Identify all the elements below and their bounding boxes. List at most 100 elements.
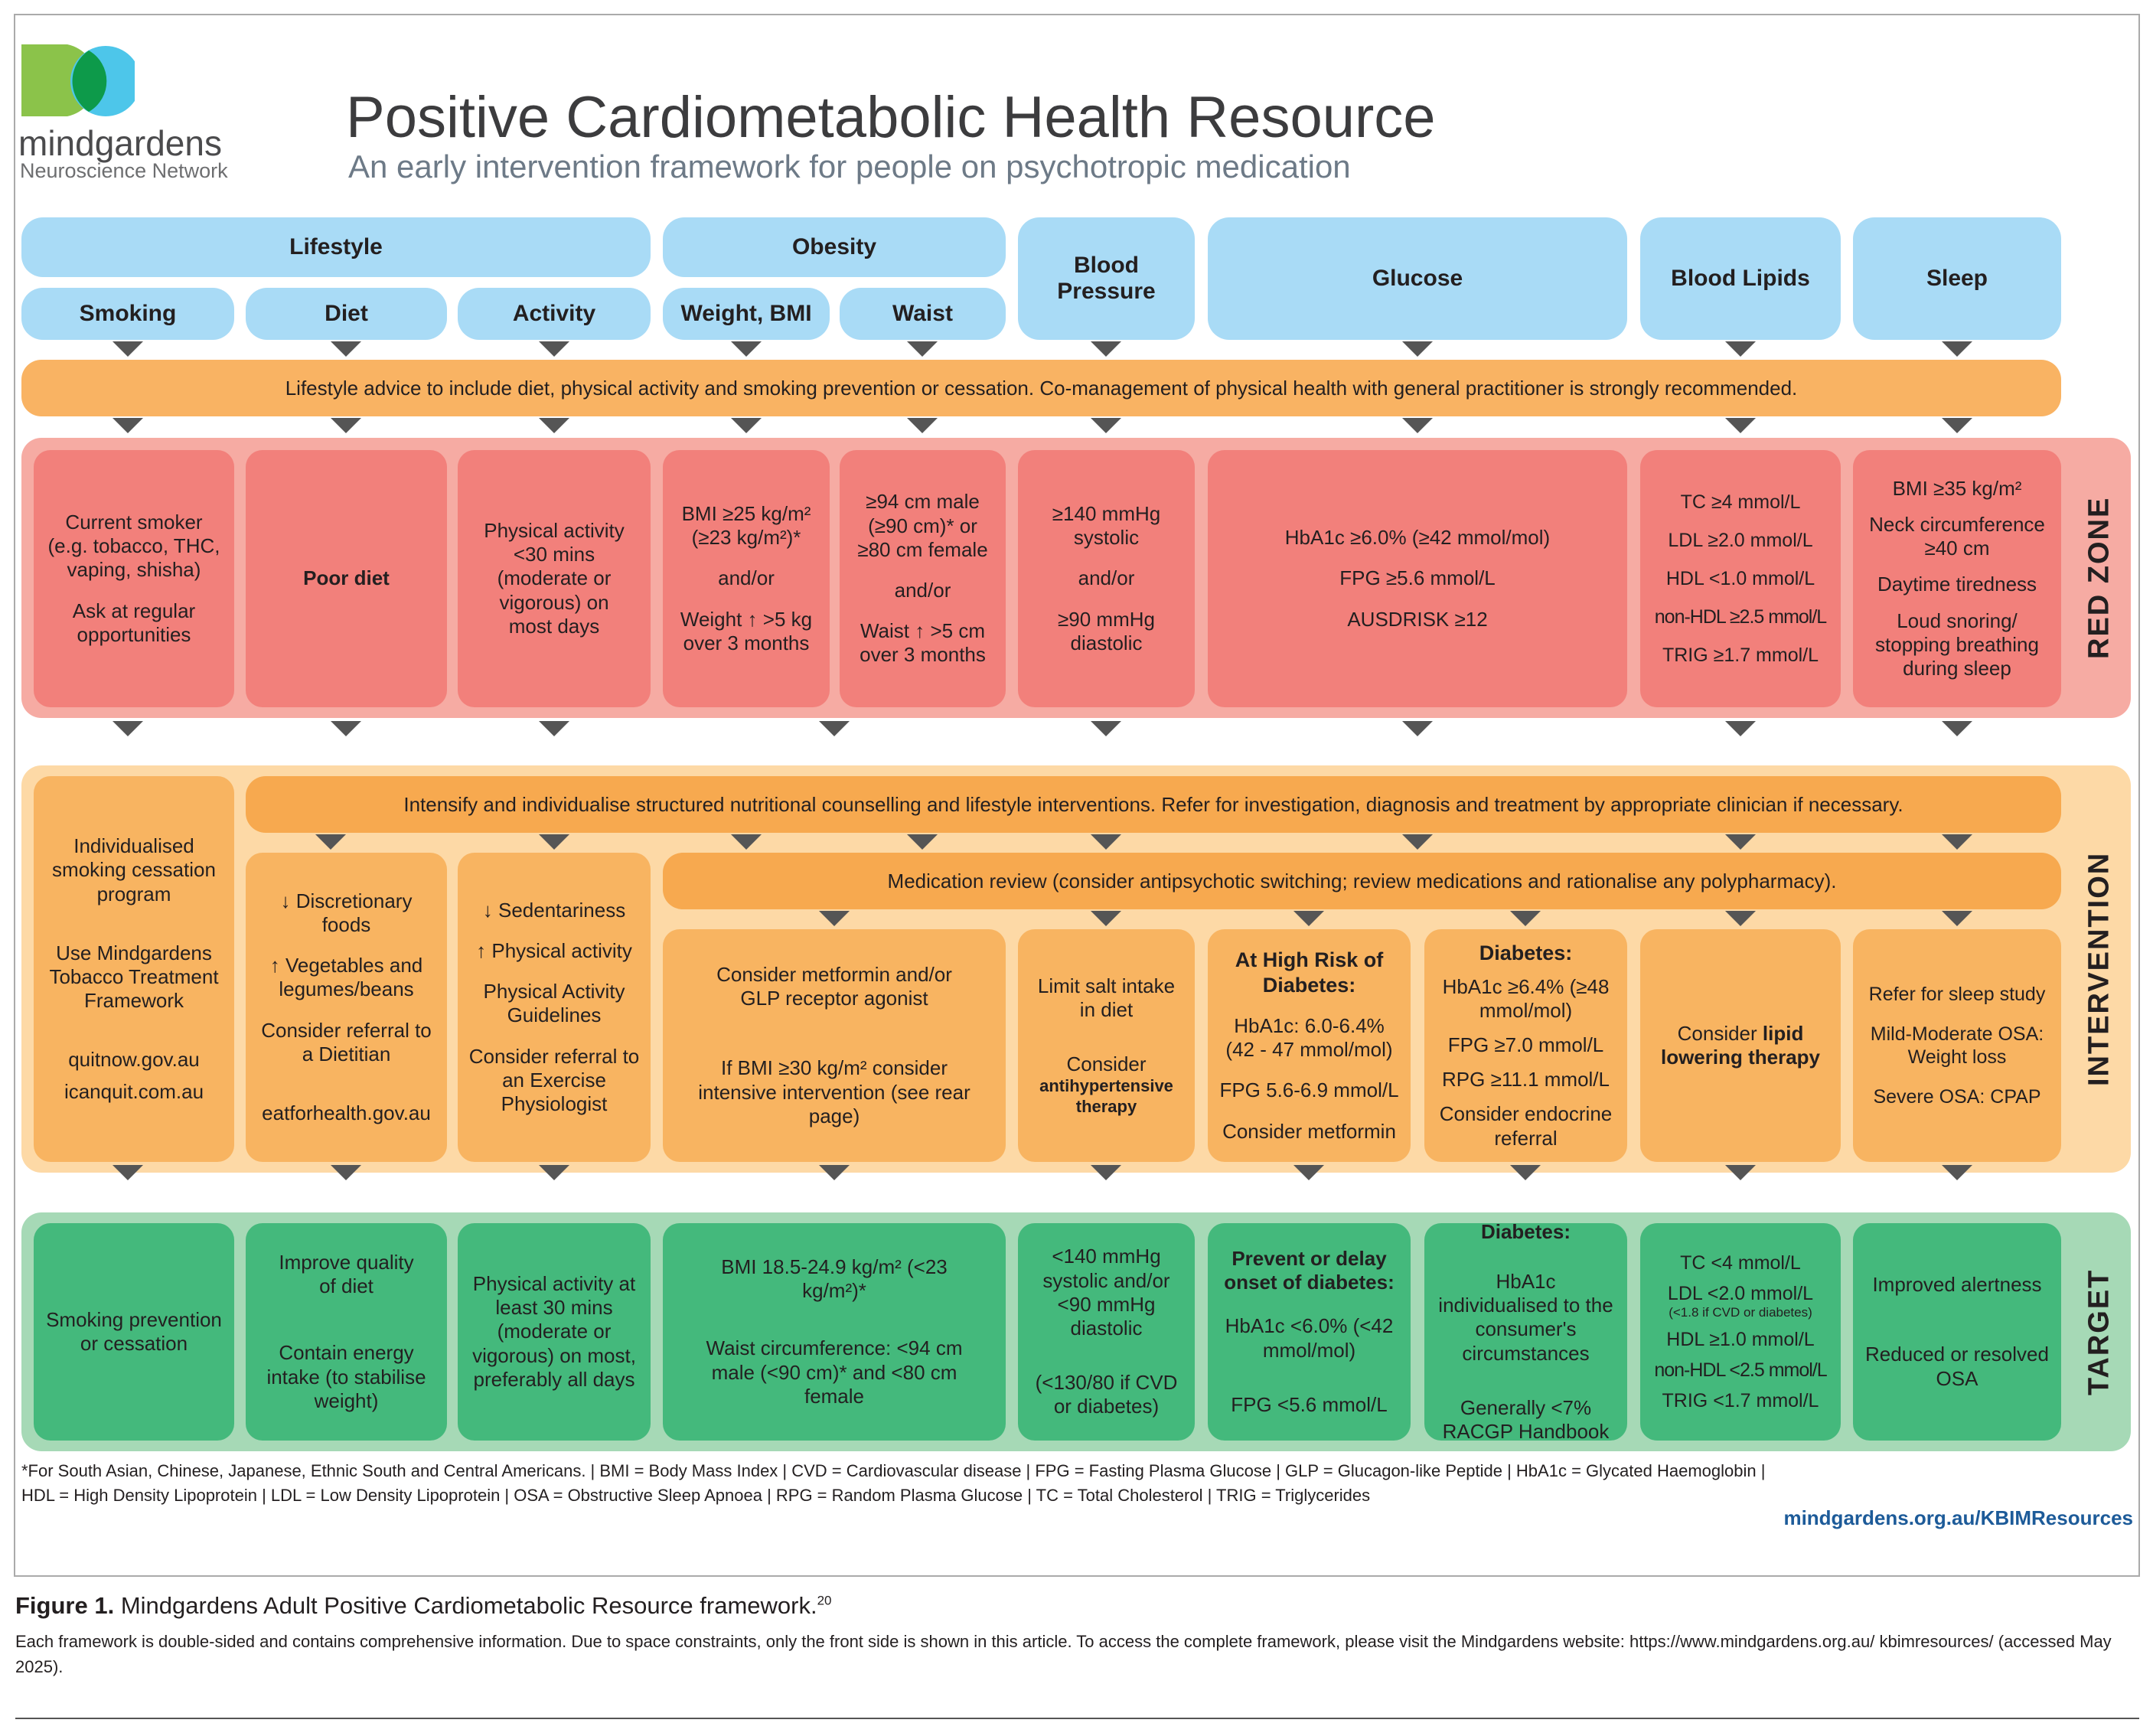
- footnote: *For South Asian, Chinese, Japanese, Eth…: [21, 1459, 2088, 1508]
- header-obesity: Obesity: [663, 217, 1006, 277]
- down-arrow-icon: [539, 721, 569, 736]
- header-lifestyle: Lifestyle: [21, 217, 651, 277]
- down-arrow-icon: [1725, 1165, 1756, 1180]
- down-arrow-icon: [1402, 341, 1433, 357]
- down-arrow-icon: [539, 834, 569, 850]
- down-arrow-icon: [1293, 911, 1324, 926]
- down-arrow-icon: [1091, 721, 1121, 736]
- website-link[interactable]: mindgardens.org.au/KBIMResources: [1783, 1506, 2133, 1529]
- header-diet: Diet: [246, 288, 447, 340]
- red-glucose-cell: HbA1c ≥6.0% (≥42 mmol/mol)FPG ≥5.6 mmol/…: [1208, 450, 1627, 707]
- tgt-glucose-prevent-cell: Prevent or delay onset of diabetes:HbA1c…: [1208, 1223, 1411, 1441]
- header-weight-bmi: Weight, BMI: [663, 288, 830, 340]
- down-arrow-icon: [1725, 721, 1756, 736]
- figure-caption-text: Mindgardens Adult Positive Cardiometabol…: [120, 1592, 817, 1619]
- int-smoking-cell: Individualised smoking cessation program…: [34, 776, 234, 1162]
- down-arrow-icon: [1942, 1165, 1972, 1180]
- figure-ref: 20: [817, 1593, 832, 1608]
- down-arrow-icon: [907, 418, 938, 433]
- page-title: Positive Cardiometabolic Health Resource: [346, 85, 1436, 150]
- down-arrow-icon: [819, 721, 850, 736]
- down-arrow-icon: [113, 341, 143, 357]
- down-arrow-icon: [1091, 418, 1121, 433]
- down-arrow-icon: [331, 1165, 361, 1180]
- header-sleep: Sleep: [1853, 217, 2061, 340]
- int-blood-lipids-cell: Consider lipid lowering therapy: [1640, 929, 1841, 1162]
- int-glucose-high-risk-cell: At High Risk of Diabetes:HbA1c: 6.0-6.4%…: [1208, 929, 1411, 1162]
- down-arrow-icon: [1725, 341, 1756, 357]
- int-glucose-diabetes-cell: Diabetes:HbA1c ≥6.4% (≥48 mmol/mol)FPG ≥…: [1424, 929, 1627, 1162]
- down-arrow-icon: [315, 834, 346, 850]
- down-arrow-icon: [1725, 418, 1756, 433]
- down-arrow-icon: [113, 418, 143, 433]
- down-arrow-icon: [1091, 1165, 1121, 1180]
- down-arrow-icon: [539, 1165, 569, 1180]
- brand-name: mindgardens: [18, 123, 222, 163]
- down-arrow-icon: [1402, 721, 1433, 736]
- red-diet-cell: Poor diet: [246, 450, 447, 707]
- down-arrow-icon: [1942, 341, 1972, 357]
- header-blood-pressure: Blood Pressure: [1018, 217, 1195, 340]
- red-activity-cell: Physical activity <30 mins (moderate or …: [458, 450, 651, 707]
- down-arrow-icon: [1942, 721, 1972, 736]
- down-arrow-icon: [1942, 834, 1972, 850]
- medication-review-bar: Medication review (consider antipsychoti…: [663, 853, 2061, 909]
- down-arrow-icon: [907, 341, 938, 357]
- tgt-activity-cell: Physical activity at least 30 mins (mode…: [458, 1223, 651, 1441]
- figure-label: Figure 1.: [15, 1592, 115, 1619]
- down-arrow-icon: [331, 341, 361, 357]
- header-activity: Activity: [458, 288, 651, 340]
- target-label: TARGET: [2083, 1268, 2115, 1395]
- int-diet-cell: ↓ Discretionary foods↑ Vegetables and le…: [246, 853, 447, 1162]
- down-arrow-icon: [539, 341, 569, 357]
- red-zone-label: RED ZONE: [2083, 496, 2115, 660]
- down-arrow-icon: [1091, 834, 1121, 850]
- down-arrow-icon: [1725, 911, 1756, 926]
- footnote-line-2: HDL = High Density Lipoprotein | LDL = L…: [21, 1485, 1371, 1505]
- down-arrow-icon: [1942, 418, 1972, 433]
- down-arrow-icon: [819, 911, 850, 926]
- header-smoking: Smoking: [21, 288, 234, 340]
- down-arrow-icon: [113, 721, 143, 736]
- down-arrow-icon: [539, 418, 569, 433]
- down-arrow-icon: [1402, 834, 1433, 850]
- down-arrow-icon: [731, 341, 762, 357]
- down-arrow-icon: [1725, 834, 1756, 850]
- tgt-obesity-cell: BMI 18.5-24.9 kg/m² (<23 kg/m²)*Waist ci…: [663, 1223, 1006, 1441]
- down-arrow-icon: [331, 721, 361, 736]
- intensify-bar: Intensify and individualise structured n…: [246, 776, 2061, 833]
- figure-note: Each framework is double-sided and conta…: [15, 1632, 2112, 1676]
- down-arrow-icon: [819, 1165, 850, 1180]
- lifestyle-advice-bar: Lifestyle advice to include diet, physic…: [21, 360, 2061, 416]
- down-arrow-icon: [1942, 911, 1972, 926]
- tgt-blood-pressure-cell: <140 mmHg systolic and/or <90 mmHg diast…: [1018, 1223, 1195, 1441]
- down-arrow-icon: [1510, 911, 1541, 926]
- down-arrow-icon: [1293, 1165, 1324, 1180]
- header-blood-lipids: Blood Lipids: [1640, 217, 1841, 340]
- intervention-label: INTERVENTION: [2083, 851, 2115, 1087]
- bottom-rule: [15, 1718, 2139, 1719]
- header-waist: Waist: [840, 288, 1006, 340]
- red-smoking-cell: Current smoker (e.g. tobacco, THC, vapin…: [34, 450, 234, 707]
- footnote-line-1: *For South Asian, Chinese, Japanese, Eth…: [21, 1461, 1766, 1480]
- down-arrow-icon: [1091, 341, 1121, 357]
- down-arrow-icon: [1510, 1165, 1541, 1180]
- figure-caption: Figure 1. Mindgardens Adult Positive Car…: [15, 1592, 832, 1620]
- tgt-glucose-diabetes-cell: Diabetes:HbA1c individualised to the con…: [1424, 1220, 1627, 1443]
- down-arrow-icon: [731, 418, 762, 433]
- page-subtitle: An early intervention framework for peop…: [348, 148, 1351, 184]
- tgt-smoking-cell: Smoking prevention or cessation: [34, 1223, 234, 1441]
- brand-tagline: Neuroscience Network: [20, 159, 228, 182]
- mindgardens-logo-icon: [21, 44, 135, 116]
- down-arrow-icon: [331, 418, 361, 433]
- int-obesity-cell: Consider metformin and/or GLP receptor a…: [663, 929, 1006, 1162]
